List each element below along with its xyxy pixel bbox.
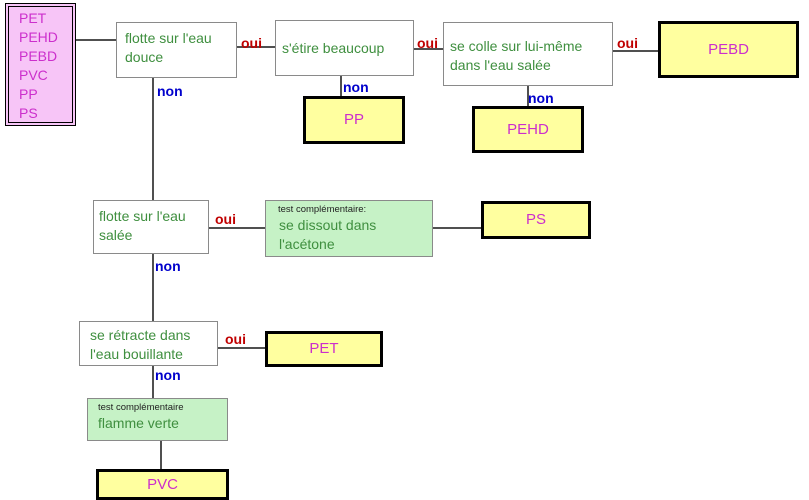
question-shrinks-boiling-water: se rétracte dans l'eau bouillante bbox=[79, 321, 218, 366]
question-stretches: s'étire beaucoup bbox=[275, 20, 414, 76]
question-text: s'étire beaucoup bbox=[282, 40, 385, 56]
plastic-item: PVC bbox=[19, 67, 48, 83]
question-text: flotte sur l'eau salée bbox=[99, 208, 186, 243]
connector-q3-pehd bbox=[527, 86, 529, 107]
test-acetone: test complémentaire: se dissout dans l'a… bbox=[265, 200, 433, 257]
yes-label-q4: oui bbox=[215, 211, 236, 227]
plastics-list: PET PEHD PEBD PVC PP PS bbox=[5, 3, 76, 126]
plastic-item: PET bbox=[19, 10, 47, 26]
result-ps: PS bbox=[481, 201, 591, 239]
connector-q3-pebd bbox=[613, 50, 658, 52]
connector-q6-pet bbox=[218, 347, 265, 349]
connector-q1-q4 bbox=[152, 78, 154, 200]
result-label: PVC bbox=[147, 476, 178, 493]
plastic-item: PP bbox=[19, 86, 38, 102]
test-note: test complémentaire: bbox=[278, 204, 367, 215]
result-pet: PET bbox=[265, 331, 383, 367]
no-label-q1: non bbox=[157, 83, 183, 99]
test-green-flame: test complémentaire flamme verte bbox=[87, 398, 228, 441]
question-floats-salt-water: flotte sur l'eau salée bbox=[93, 200, 209, 254]
connector-list-q1 bbox=[76, 39, 116, 41]
test-note: test complémentaire bbox=[98, 402, 184, 413]
question-text: se colle sur lui-même dans l'eau salée bbox=[450, 38, 583, 73]
question-floats-fresh-water: flotte sur l'eau douce bbox=[116, 22, 237, 78]
connector-q1-q2 bbox=[237, 46, 275, 48]
result-label: PP bbox=[343, 111, 364, 128]
connector-q4-q6 bbox=[152, 254, 154, 321]
yes-label-q6: oui bbox=[225, 331, 246, 347]
connector-q6-q7 bbox=[152, 366, 154, 398]
result-pvc: PVC bbox=[96, 469, 229, 500]
no-label-q2: non bbox=[343, 79, 369, 95]
result-label: PEHD bbox=[507, 121, 549, 138]
question-sticks-salt-water: se colle sur lui-même dans l'eau salée bbox=[443, 22, 613, 86]
question-text: se rétracte dans l'eau bouillante bbox=[90, 327, 191, 362]
yes-label-q3: oui bbox=[617, 35, 638, 51]
plastic-item: PEBD bbox=[19, 48, 58, 64]
result-pp: PP bbox=[303, 96, 405, 144]
no-label-q4: non bbox=[155, 258, 181, 274]
connector-q5-ps bbox=[433, 227, 481, 229]
yes-label-q2: oui bbox=[417, 35, 438, 51]
connector-q2-pp bbox=[340, 76, 342, 97]
result-pebd: PEBD bbox=[658, 21, 799, 78]
question-text: se dissout dans l'acétone bbox=[279, 217, 377, 252]
plastic-item: PEHD bbox=[19, 29, 58, 45]
question-text: flamme verte bbox=[98, 415, 179, 431]
connector-q7-pvc bbox=[160, 441, 162, 469]
result-label: PS bbox=[525, 211, 546, 228]
no-label-q6: non bbox=[155, 367, 181, 383]
result-label: PEBD bbox=[708, 41, 749, 58]
connector-q4-q5 bbox=[209, 227, 265, 229]
connector-q2-q3 bbox=[414, 48, 443, 50]
plastic-item: PS bbox=[19, 105, 38, 121]
result-label: PET bbox=[309, 340, 339, 357]
question-text: flotte sur l'eau douce bbox=[125, 30, 212, 65]
result-pehd: PEHD bbox=[472, 106, 584, 153]
yes-label-q1: oui bbox=[241, 35, 262, 51]
no-label-q3: non bbox=[528, 90, 554, 106]
